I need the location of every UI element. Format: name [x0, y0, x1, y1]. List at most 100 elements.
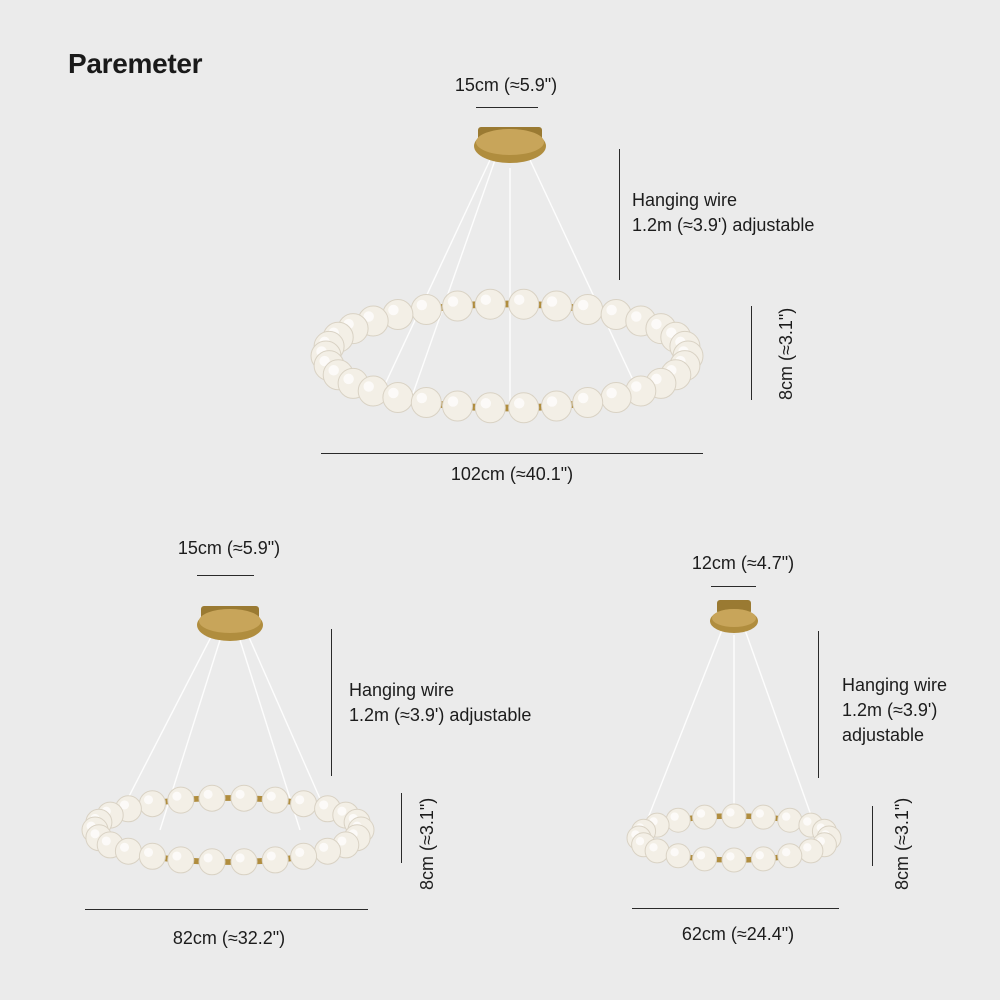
bead-highlight — [651, 373, 662, 385]
bead-highlight — [803, 817, 812, 826]
bead-highlight — [319, 355, 330, 367]
bead-highlight — [546, 296, 558, 307]
small-ring — [626, 803, 842, 873]
medium-diameter: 82cm (≈32.2") — [172, 928, 286, 948]
bead-highlight — [577, 299, 589, 311]
large-wires — [379, 159, 641, 410]
crystal-bead — [750, 846, 776, 872]
bead-highlight — [388, 387, 399, 399]
bead-highlight — [803, 843, 812, 852]
bead-highlight — [513, 398, 525, 409]
large-diameter: 102cm (≈40.1") — [450, 464, 574, 484]
bead-highlight — [635, 837, 645, 846]
bead-highlight — [755, 851, 764, 860]
bead-highlight — [101, 836, 111, 846]
crystal-bead — [665, 843, 691, 869]
small-hanging-wire-adjustable: adjustable — [842, 725, 925, 745]
crystal-bead — [777, 807, 803, 833]
page-title: Paremeter — [68, 48, 203, 79]
crystal-bead — [644, 838, 670, 864]
large-canopy-width: 15cm (≈5.9") — [454, 75, 558, 95]
bead-highlight — [119, 842, 130, 852]
medium-wire-line — [331, 629, 333, 776]
bead-highlight — [172, 791, 182, 801]
bead-highlight — [416, 392, 428, 404]
crystal-bead — [692, 804, 718, 830]
bead-highlight — [143, 847, 154, 857]
bead-highlight — [670, 848, 679, 857]
bead-highlight — [337, 836, 347, 846]
bead-highlight — [143, 795, 154, 805]
bead-highlight — [782, 812, 791, 821]
bead-highlight — [203, 853, 213, 863]
bead-highlight — [513, 294, 525, 305]
large-ring — [310, 288, 704, 424]
small-hanging-wire-length: 1.2m (≈3.9') — [842, 700, 938, 720]
crystal-bead — [721, 847, 747, 873]
bead-highlight — [235, 853, 245, 863]
bead-highlight — [363, 311, 374, 322]
small-height-line — [872, 806, 874, 866]
large-wire-line — [619, 149, 621, 280]
large-canopy-width-line — [476, 107, 538, 109]
large-hanging-wire-length: 1.2m (≈3.9') adjustable — [632, 215, 815, 235]
medium-ring — [81, 784, 375, 876]
large-canopy — [474, 127, 546, 163]
bead-highlight — [319, 800, 329, 810]
bead-highlight — [119, 800, 130, 810]
crystal-bead — [665, 807, 691, 833]
bead-highlight — [480, 398, 492, 409]
crystal-bead — [798, 838, 824, 864]
large-height-line — [751, 306, 753, 400]
bead-highlight — [235, 789, 245, 799]
medium-canopy — [197, 606, 263, 641]
medium-hanging-wire-length: 1.2m (≈3.9') adjustable — [349, 705, 532, 725]
small-diameter: 62cm (≈24.4") — [681, 924, 795, 944]
bead-highlight — [319, 842, 329, 852]
bead-highlight — [606, 387, 617, 399]
bead-highlight — [666, 327, 677, 338]
small-canopy — [710, 600, 758, 633]
bead-highlight — [447, 396, 459, 407]
bead-highlight — [295, 847, 305, 857]
small-wires — [647, 629, 813, 819]
crystal-bead — [777, 843, 803, 869]
crystal-bead — [750, 804, 776, 830]
small-height: 8cm (≈3.1") — [892, 797, 912, 890]
bead-highlight — [649, 843, 658, 852]
bead-highlight — [696, 809, 706, 818]
bead-highlight — [782, 848, 791, 857]
bead-highlight — [388, 304, 399, 316]
large-hanging-wire-label: Hanging wire — [632, 190, 738, 210]
bead-highlight — [363, 381, 374, 392]
bead-highlight — [266, 791, 276, 801]
crystal-bead — [692, 846, 718, 872]
small-hanging-wire-label: Hanging wire — [842, 675, 948, 695]
bead-highlight — [343, 373, 354, 385]
bead-highlight — [337, 806, 347, 816]
bead-highlight — [631, 381, 642, 392]
medium-wires — [121, 634, 326, 831]
bead-highlight — [696, 851, 706, 860]
bead-highlight — [755, 809, 764, 818]
small-canopy-width: 12cm (≈4.7") — [691, 553, 795, 573]
bead-highlight — [670, 812, 679, 821]
small-canopy-width-line — [711, 586, 756, 588]
bead-highlight — [295, 795, 305, 805]
bead-highlight — [606, 304, 617, 316]
medium-height-line — [401, 793, 403, 863]
small-diameter-line — [632, 908, 839, 910]
medium-diameter-line — [85, 909, 368, 911]
bead-highlight — [726, 852, 735, 861]
bead-highlight — [480, 294, 492, 305]
bead-highlight — [90, 829, 100, 839]
bead-highlight — [416, 299, 428, 311]
medium-hanging-wire-label: Hanging wire — [349, 680, 455, 700]
bead-highlight — [203, 789, 213, 799]
large-diameter-line — [321, 453, 703, 455]
medium-canopy-width: 15cm (≈5.9") — [177, 538, 281, 558]
